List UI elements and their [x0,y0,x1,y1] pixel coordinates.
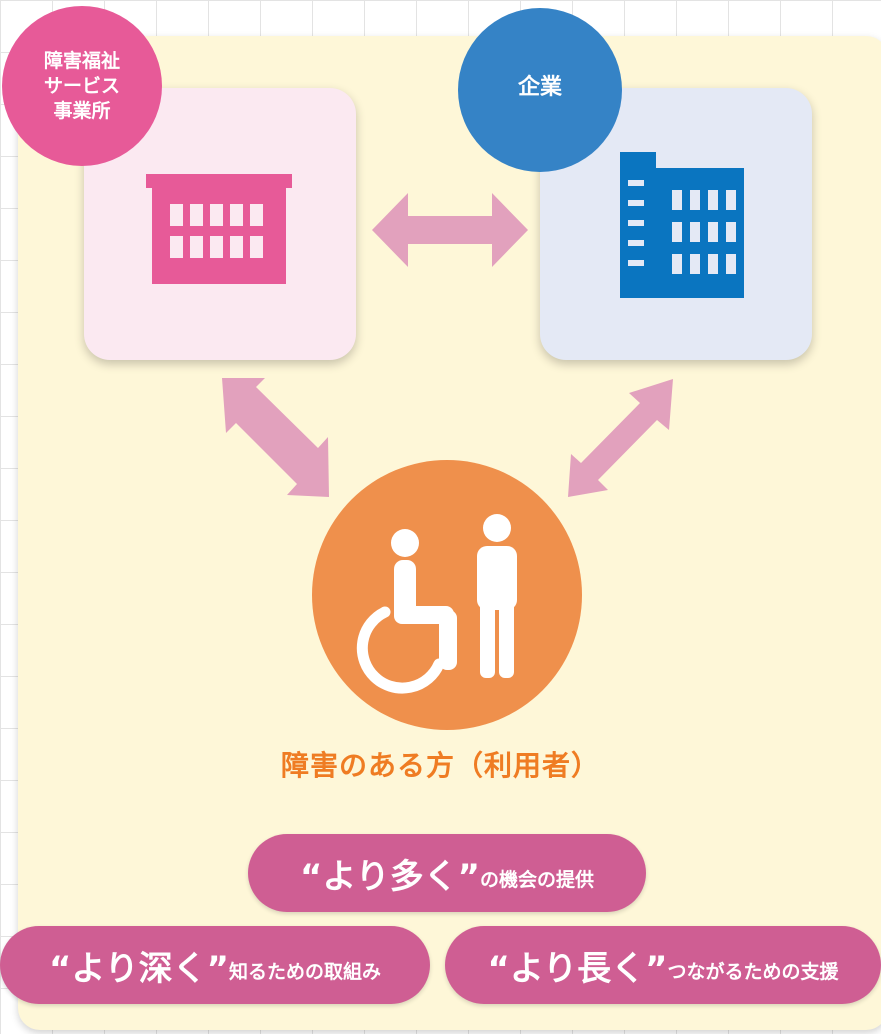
wheelchair-person-icon [356,514,517,694]
support-emphasis: “より多く” [299,856,480,897]
support-emphasis: “より長く” [487,948,668,989]
arrow-welfare-company [372,193,528,267]
arrow-company-user [568,379,673,497]
support-text: つながるための支援 [667,960,839,983]
arrow-welfare-user [222,378,329,497]
support-pill-retention: “より長く” つながるための支援 [445,926,881,1004]
user-label: 障害のある方（利用者） [280,749,600,782]
company-label: 企業 [517,75,562,100]
welfare-label-line-1: 障害福祉 [43,49,120,72]
support-text: 知るための取組み [229,960,382,983]
company-card [540,88,812,360]
office-tower-icon [620,152,744,298]
welfare-label-line-2: サービス [43,74,120,97]
support-pill-understanding: “より深く” 知るための取組み [0,926,430,1004]
user-badge [312,460,582,730]
building-icon [146,174,292,284]
support-pill-opportunity: “より多く” の機会の提供 [248,834,646,912]
company-badge: 企業 [458,8,622,172]
welfare-badge: 障害福祉 サービス 事業所 [2,6,162,166]
welfare-label-line-3: 事業所 [53,99,111,122]
support-text: の機会の提供 [480,868,595,891]
support-emphasis: “より深く” [48,948,229,989]
